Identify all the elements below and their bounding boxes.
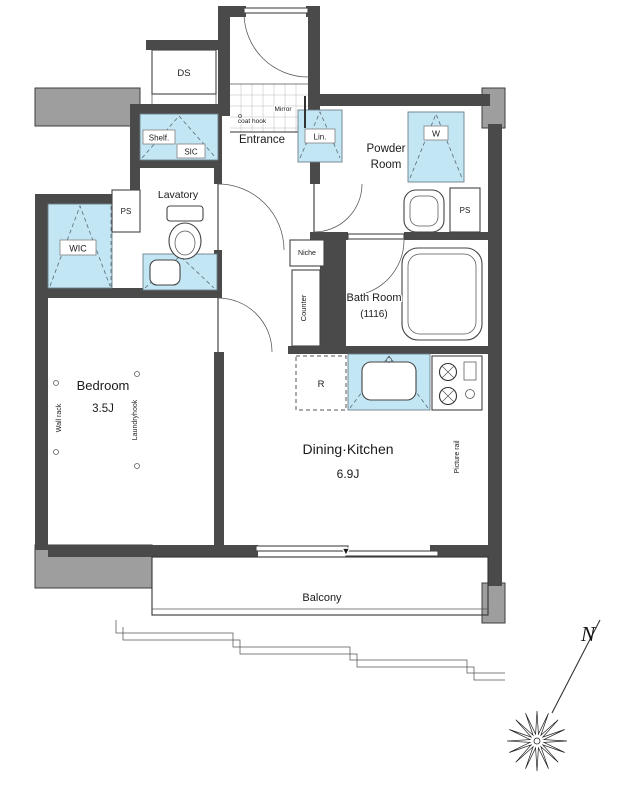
label-niche: Niche: [298, 250, 316, 257]
terrace-steps: [115, 620, 505, 681]
label-coat-hook: coat hook: [238, 118, 267, 125]
north-line: [551, 619, 601, 714]
bath-door-leaf: [347, 233, 405, 240]
label-shelf: Shelf.: [149, 134, 169, 143]
washbasin-icon: [403, 189, 445, 233]
label-washer: W: [432, 129, 440, 139]
label-north: N: [580, 622, 596, 646]
ps-left-box: [111, 189, 141, 233]
service-boxes: [111, 49, 481, 411]
label-lin: Lin.: [314, 133, 327, 142]
powder-door-arc: [313, 183, 363, 233]
label-picture-rail: Picture rail: [454, 440, 461, 474]
walls: [35, 6, 502, 586]
label-ds: DS: [177, 68, 190, 79]
sliding-door-panel: [345, 550, 439, 557]
niche-box: [289, 239, 325, 267]
bath-door-arc: [347, 239, 405, 297]
label-entrance: Entrance: [239, 134, 285, 146]
bedroom-door-arc: [217, 297, 273, 353]
refrigerator-box: [295, 355, 347, 411]
door-position-marker: ▼: [342, 546, 351, 556]
label-balcony: Balcony: [302, 592, 342, 604]
kitchen-sink-icon: [361, 357, 417, 401]
bathtub-icon: [401, 247, 483, 341]
labels: DS Shelf. SIC Entrance Mirror coat hook …: [55, 67, 596, 646]
ps-right-box: [449, 187, 481, 233]
label-lavatory: Lavatory: [158, 189, 199, 201]
coat-hook-mark: [238, 114, 242, 118]
label-refrigerator: R: [318, 379, 325, 390]
wall-rack-hooks: [53, 380, 59, 455]
label-wall-rack: Wall rack: [56, 403, 63, 432]
stove-icon: [431, 355, 483, 411]
label-boxes: [59, 125, 449, 256]
vanity-sink-icon: [149, 259, 181, 286]
balcony-area: [151, 545, 489, 616]
label-bedroom: Bedroom: [77, 378, 130, 393]
door-swings: [217, 7, 405, 353]
label-bedroom-size: 3.5J: [92, 403, 114, 415]
front-door-leaf: [243, 7, 309, 14]
entrance-tile-grid: [230, 83, 308, 133]
toilet-icon: [166, 205, 204, 260]
label-mirror: Mirror: [275, 106, 293, 113]
label-wic: WIC: [69, 244, 87, 254]
sliding-door-panel: [255, 545, 349, 552]
label-ps-left: PS: [121, 207, 132, 216]
label-ps-right: PS: [460, 206, 471, 215]
label-counter: Counter: [299, 294, 308, 321]
compass: [506, 619, 601, 772]
label-bath-size: (1116): [360, 309, 387, 320]
ds-box: [151, 49, 217, 95]
lavatory-door-arc: [217, 183, 285, 251]
label-sic: SIC: [184, 148, 198, 157]
compass-star-center: [533, 737, 541, 745]
counter-box: [291, 269, 321, 347]
label-dining-kitchen: Dining·Kitchen: [302, 441, 393, 457]
label-powder-room-1: Powder: [367, 143, 406, 155]
front-door-arc: [243, 12, 309, 78]
label-bath-room: Bath Room: [346, 292, 401, 304]
label-laundry-hook: Laundryhook: [132, 399, 139, 440]
label-dining-kitchen-size: 6.9J: [337, 467, 360, 481]
laundry-hooks: [134, 371, 140, 469]
label-powder-room-2: Room: [371, 159, 402, 171]
washer-space: [407, 111, 465, 183]
